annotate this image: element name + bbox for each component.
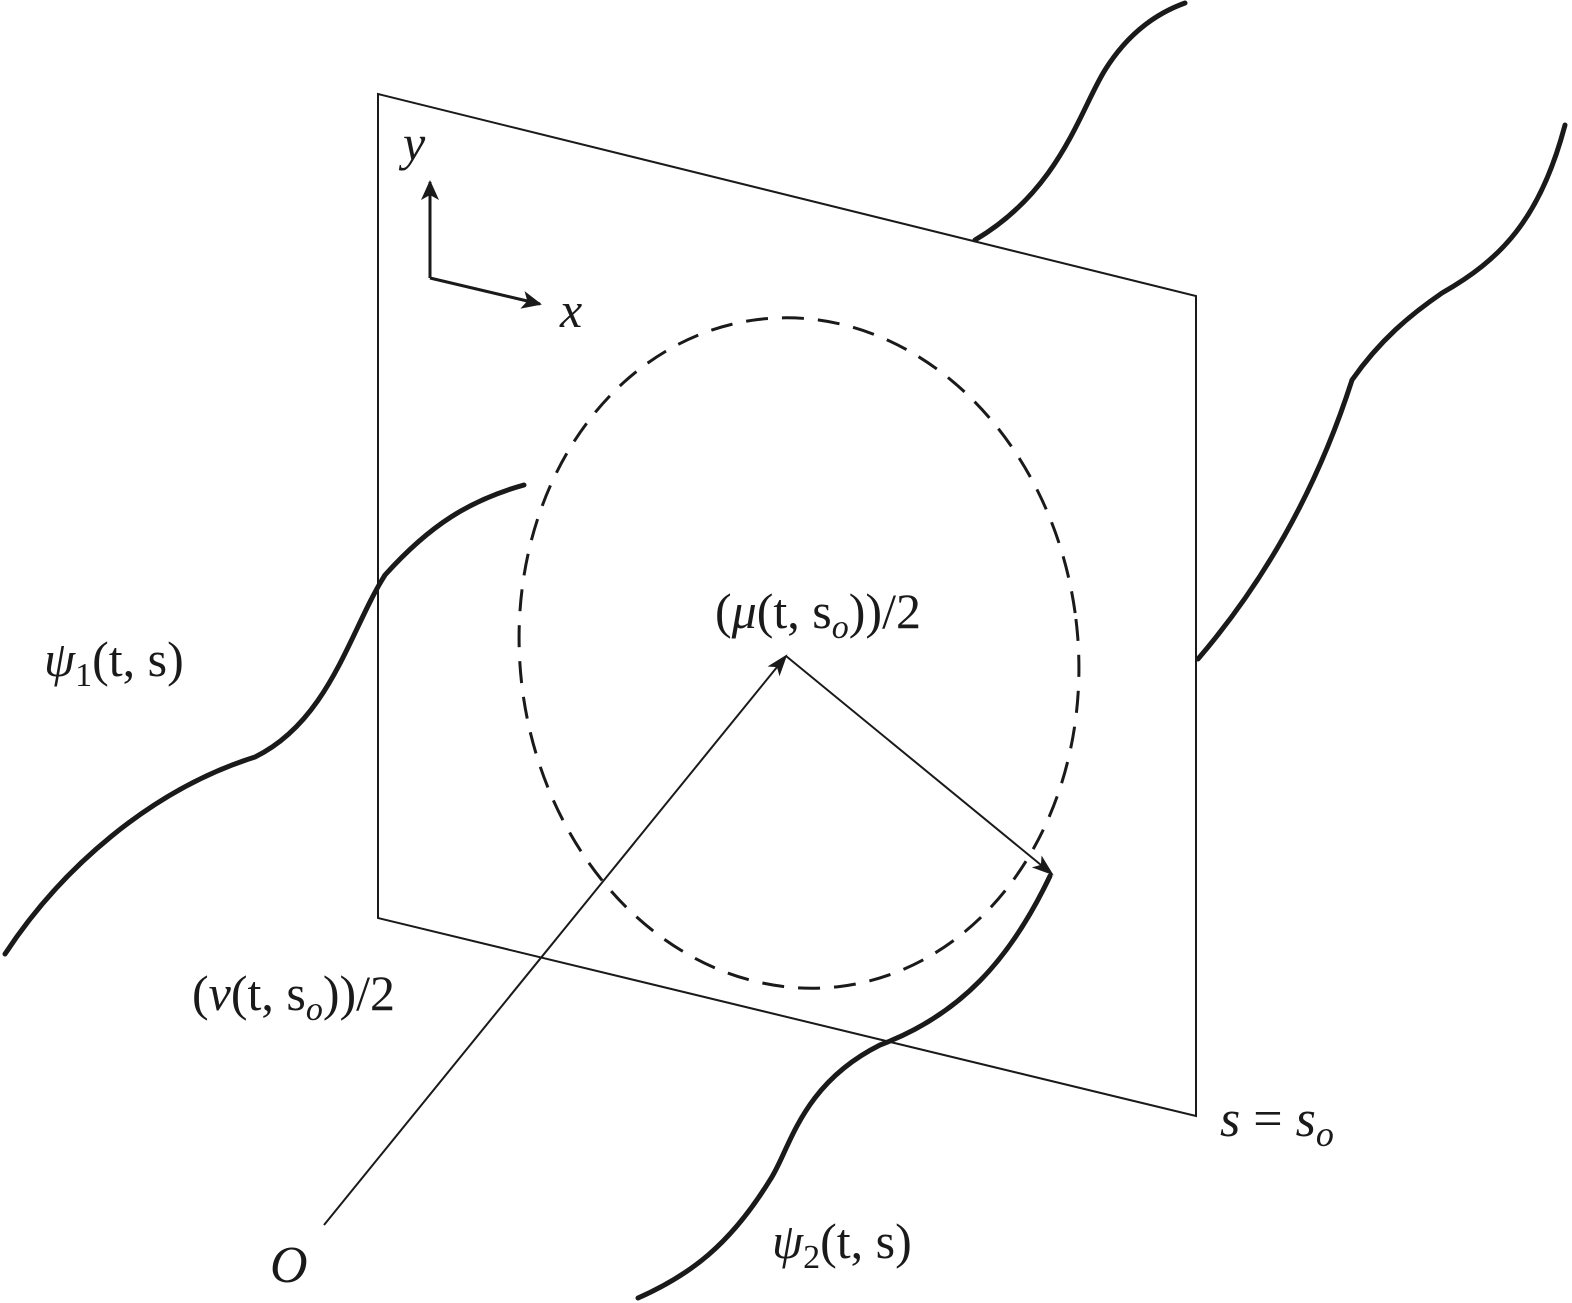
- plane-s-equals-so: [377, 92, 1197, 1118]
- label-plane: s = so: [1220, 1091, 1334, 1154]
- curve-psi1: [2, 482, 527, 957]
- dashed-ellipse: [517, 316, 1081, 990]
- label-psi1: ψ1(t, s): [44, 631, 184, 694]
- axis-y-label: y: [398, 115, 426, 171]
- curve-psi2-right: [1195, 122, 1568, 662]
- axis-x-label: x: [559, 282, 582, 338]
- label-origin: O: [270, 1237, 308, 1294]
- vector-nu-half: [323, 654, 788, 1226]
- label-psi2: ψ2(t, s): [772, 1213, 912, 1276]
- axis-x-arrow: [429, 276, 542, 309]
- curve-psi1-top: [972, 0, 1188, 243]
- label-mu-half: (μ(t, so))/2: [715, 583, 921, 646]
- vector-mu-half: [785, 655, 1054, 876]
- curve-psi2: [635, 873, 1053, 1301]
- label-nu-half: (ν(t, so))/2: [192, 965, 395, 1028]
